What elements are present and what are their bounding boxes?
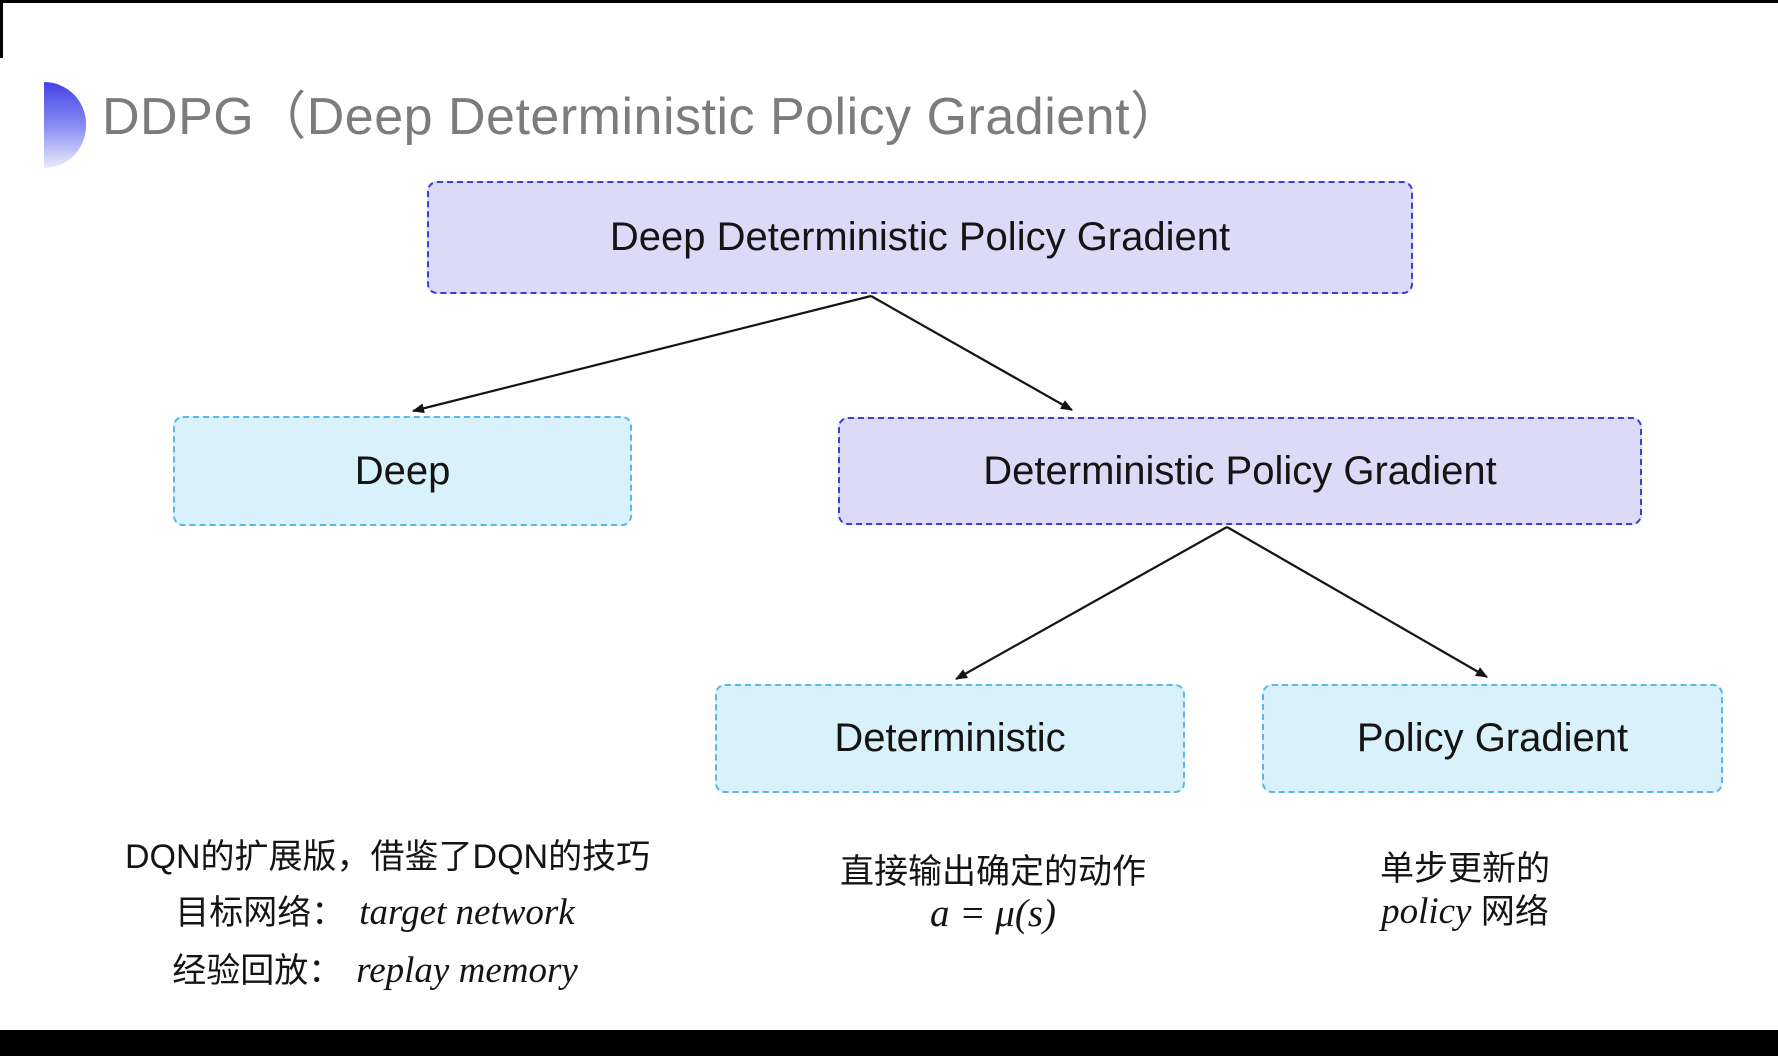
bottom-edge-bar [0, 1030, 1778, 1056]
note-deep-line3: 经验回放： replay memory [125, 950, 625, 992]
node-label: Deterministic [834, 716, 1066, 760]
arrow-root-to-deep [412, 294, 872, 414]
node-deep: Deep [173, 416, 632, 526]
formula-text: a = μ(s) [929, 892, 1057, 935]
note-deep-line2: 目标网络： target network [125, 892, 625, 934]
note-term: replay memory [356, 950, 578, 991]
note-term: policy [1381, 891, 1472, 932]
note-text: 网络 [1471, 893, 1549, 931]
left-edge-line [0, 0, 3, 58]
page-title: DDPG（Deep Deterministic Policy Gradient） [102, 88, 1183, 146]
node-policy-gradient: Policy Gradient [1262, 684, 1723, 793]
note-deep-line1: DQN的扩展版，借鉴了DQN的技巧 [125, 836, 650, 878]
node-label: Policy Gradient [1356, 716, 1629, 760]
note-text: DQN的扩展版，借鉴了DQN的技巧 [125, 838, 651, 876]
arrow-dpg-to-policy-gradient [1226, 526, 1488, 678]
note-text: 单步更新的 [1380, 850, 1550, 888]
node-deep-deterministic-policy-gradient: Deep Deterministic Policy Gradient [427, 181, 1413, 294]
note-policy-gradient-line2: policy 网络 [1215, 891, 1715, 933]
note-label: 目标网络： [175, 894, 346, 932]
node-deterministic-policy-gradient: Deterministic Policy Gradient [838, 417, 1642, 525]
node-deterministic: Deterministic [715, 684, 1185, 793]
note-term: target network [359, 892, 575, 933]
note-deterministic-formula: a = μ(s) [743, 893, 1243, 936]
title-bullet-icon [44, 82, 86, 168]
top-edge-line [0, 0, 1778, 3]
node-label: Deterministic Policy Gradient [983, 448, 1497, 493]
node-label: Deep Deterministic Policy Gradient [609, 215, 1231, 259]
note-policy-gradient-line1: 单步更新的 [1215, 848, 1715, 890]
arrow-dpg-to-deterministic [955, 526, 1228, 680]
note-deterministic-line1: 直接输出确定的动作 [743, 851, 1243, 893]
node-label: Deep [354, 448, 451, 493]
arrow-root-to-dpg [870, 295, 1073, 411]
note-text: 直接输出确定的动作 [840, 853, 1146, 891]
note-label: 经验回放： [172, 952, 343, 990]
